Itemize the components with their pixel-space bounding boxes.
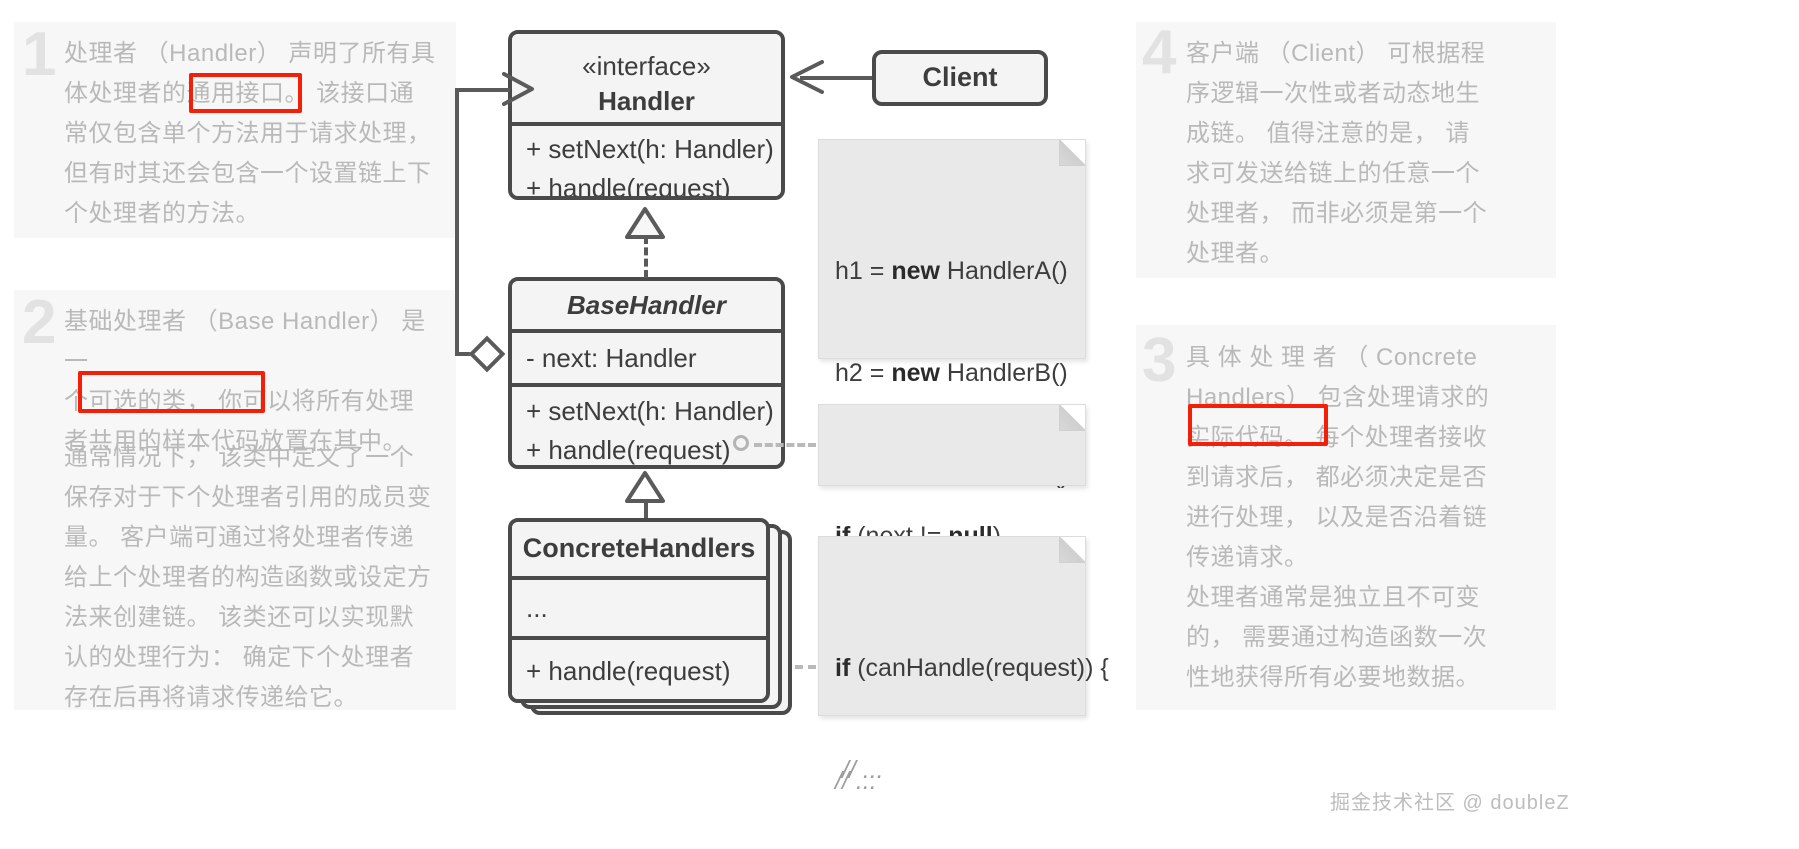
panel-2b-line-3: 给上个处理者的构造函数或设定方 bbox=[64, 564, 432, 591]
handler-stereotype: «interface» bbox=[582, 51, 711, 81]
inherit-triangle-concrete-to-base bbox=[625, 471, 665, 503]
note-client-code-line-5: // ... bbox=[835, 767, 877, 795]
concrete-handlers-methods: + handle(request) bbox=[512, 640, 766, 699]
panel-2a-line-1: 个可选的类， 你可以将所有处理 bbox=[64, 388, 415, 415]
handler-name: Handler bbox=[598, 85, 695, 116]
base-handler-name: BaseHandler bbox=[567, 289, 726, 320]
panel-2 bbox=[14, 290, 456, 710]
panel-3a-line-2: 实际代码。 每个处理者接收 bbox=[1186, 424, 1488, 451]
panel-1-line-0: 处理者 （Handler） 声明了所有具 bbox=[64, 40, 436, 67]
class-box-concrete-handlers[interactable]: ConcreteHandlers ... + handle(request) bbox=[508, 518, 770, 703]
concrete-handlers-field-0: ... bbox=[526, 592, 548, 623]
note-concrete-body-line-1: // ... bbox=[835, 756, 884, 784]
class-box-handler[interactable]: «interface» Handler + setNext(h: Handler… bbox=[508, 30, 785, 200]
note-client-code-line-1: h2 = new HandlerB() bbox=[835, 359, 1068, 387]
aggregation-vertical bbox=[455, 88, 459, 356]
panel-3a-line-0: 具 体 处 理 者 （ Concrete bbox=[1186, 344, 1478, 371]
base-handle-anchor-dot-icon bbox=[733, 435, 749, 451]
note-fold-corner-icon-2 bbox=[1059, 405, 1085, 431]
panel-3-text-b: 处理者通常是独立且不可变 的， 需要通过构造函数一次 性地获得所有必要地数据。 bbox=[1186, 578, 1556, 698]
realize-line-base-to-handler bbox=[644, 236, 648, 278]
panel-3b-line-0: 处理者通常是独立且不可变 bbox=[1186, 584, 1480, 611]
panel-3-number: 3 bbox=[1142, 326, 1177, 395]
panel-4-line-4: 处理者， 而非必须是第一个 bbox=[1186, 200, 1488, 227]
concrete-handlers-header: ConcreteHandlers bbox=[512, 522, 766, 580]
note-client-code: h1 = new HandlerA() h2 = new HandlerB() … bbox=[818, 139, 1086, 795]
panel-3a-line-3: 到请求后， 都必须决定是否 bbox=[1186, 464, 1488, 491]
panel-1-line-4: 个处理者的方法。 bbox=[64, 200, 260, 227]
note-client-code-line-0: h1 = new HandlerA() bbox=[835, 257, 1068, 285]
aggregation-diamond bbox=[468, 335, 506, 373]
panel-1-line-2: 常仅包含单个方法用于请求处理， bbox=[64, 120, 432, 147]
base-handler-methods: + setNext(h: Handler) + handle(request) bbox=[512, 387, 781, 465]
panel-3a-line-5: 传递请求。 bbox=[1186, 544, 1309, 571]
handler-method-0: + setNext(h: Handler) bbox=[526, 134, 774, 164]
panel-1-line-1: 体处理者的通用接口。 该接口通 bbox=[64, 80, 415, 107]
panel-2-text-b: 通常情况下， 该类中定义了一个 保存对于下个处理者引用的成员变 量。 客户端可通… bbox=[64, 438, 444, 718]
base-handler-header: BaseHandler bbox=[512, 281, 781, 333]
panel-4-line-5: 处理者。 bbox=[1186, 240, 1284, 267]
note-fold-corner-icon-3 bbox=[1059, 537, 1085, 563]
realize-triangle-base-to-handler bbox=[625, 207, 665, 239]
client-handler-arrowhead bbox=[790, 60, 824, 94]
panel-2a-line-0: 基础处理者 （Base Handler） 是一 bbox=[64, 308, 426, 375]
panel-1-number: 1 bbox=[22, 20, 57, 89]
base-handle-note-connector bbox=[754, 443, 816, 447]
panel-4-line-1: 序逻辑一次性或者动态地生 bbox=[1186, 80, 1480, 107]
client-handler-line bbox=[800, 76, 872, 80]
panel-3a-line-1: Handlers） 包含处理请求的 bbox=[1186, 384, 1490, 411]
aggregation-horizontal-top bbox=[455, 88, 510, 92]
base-handler-method-0: + setNext(h: Handler) bbox=[526, 396, 774, 426]
panel-4-line-3: 求可发送给链上的任意一个 bbox=[1186, 160, 1480, 187]
note-base-handle-body: if (next != null) next.handle(request) bbox=[818, 404, 1086, 652]
panel-3a-line-4: 进行处理， 以及是否沿着链 bbox=[1186, 504, 1488, 531]
concrete-handlers-name: ConcreteHandlers bbox=[522, 533, 756, 564]
panel-3-text-a: 具 体 处 理 者 （ Concrete Handlers） 包含处理请求的 实… bbox=[1186, 338, 1556, 578]
panel-2b-line-0: 通常情况下， 该类中定义了一个 bbox=[64, 444, 415, 471]
panel-3b-line-1: 的， 需要通过构造函数一次 bbox=[1186, 624, 1488, 651]
note-fold-corner-icon bbox=[1059, 140, 1085, 166]
concrete-handlers-fields: ... bbox=[512, 580, 766, 640]
class-box-base-handler[interactable]: BaseHandler - next: Handler + setNext(h:… bbox=[508, 277, 785, 469]
panel-1-line-3: 但有时其还会包含一个设置链上下 bbox=[64, 160, 432, 187]
base-handler-method-1: + handle(request) bbox=[526, 434, 731, 465]
base-handler-field-0: - next: Handler bbox=[526, 342, 697, 373]
panel-2b-line-1: 保存对于下个处理者引用的成员变 bbox=[64, 484, 432, 511]
note-concrete-body-line-0: if (canHandle(request)) { bbox=[835, 654, 1109, 682]
panel-4-line-0: 客户端 （Client） 可根据程 bbox=[1186, 40, 1486, 67]
client-name: Client bbox=[922, 62, 998, 93]
aggregation-horizontal-bottom bbox=[455, 352, 480, 356]
handler-header: «interface» Handler bbox=[512, 34, 781, 126]
panel-2b-line-6: 存在后再将请求传递给它。 bbox=[64, 684, 358, 711]
watermark: 掘金技术社区 @ doubleZ bbox=[1330, 792, 1570, 814]
panel-2-number: 2 bbox=[22, 288, 57, 357]
panel-4-line-2: 成链。 值得注意的是， 请 bbox=[1186, 120, 1470, 147]
panel-4 bbox=[1136, 22, 1556, 278]
panel-1-text: 处理者 （Handler） 声明了所有具 体处理者的通用接口。 该接口通 常仅包… bbox=[64, 34, 444, 234]
panel-2b-line-2: 量。 客户端可通过将处理者传递 bbox=[64, 524, 415, 551]
note-concrete-handle-body: if (canHandle(request)) { // ... } else … bbox=[818, 536, 1109, 784]
base-handler-fields: - next: Handler bbox=[512, 333, 781, 387]
handler-methods: + setNext(h: Handler) + handle(request) bbox=[512, 126, 781, 200]
class-box-client[interactable]: Client bbox=[872, 50, 1048, 106]
panel-4-text: 客户端 （Client） 可根据程 序逻辑一次性或者动态地生 成链。 值得注意的… bbox=[1186, 34, 1556, 274]
panel-2b-line-5: 认的处理行为： 确定下个处理者 bbox=[64, 644, 415, 671]
panel-1 bbox=[14, 22, 456, 238]
panel-2-text-a: 基础处理者 （Base Handler） 是一 个可选的类， 你可以将所有处理 … bbox=[64, 302, 444, 462]
concrete-handlers-method-0: + handle(request) bbox=[526, 655, 731, 686]
panel-3 bbox=[1136, 325, 1556, 710]
panel-3b-line-2: 性地获得所有必要地数据。 bbox=[1186, 664, 1480, 691]
aggregation-arrowhead bbox=[502, 72, 534, 106]
handler-method-1: + handle(request) bbox=[526, 172, 731, 200]
inherit-line-concrete-to-base bbox=[644, 500, 648, 520]
panel-2a-line-2: 者共用的样本代码放置在其中。 bbox=[64, 428, 407, 455]
panel-4-number: 4 bbox=[1142, 18, 1177, 87]
panel-2b-line-4: 法来创建链。 该类还可以实现默 bbox=[64, 604, 415, 631]
